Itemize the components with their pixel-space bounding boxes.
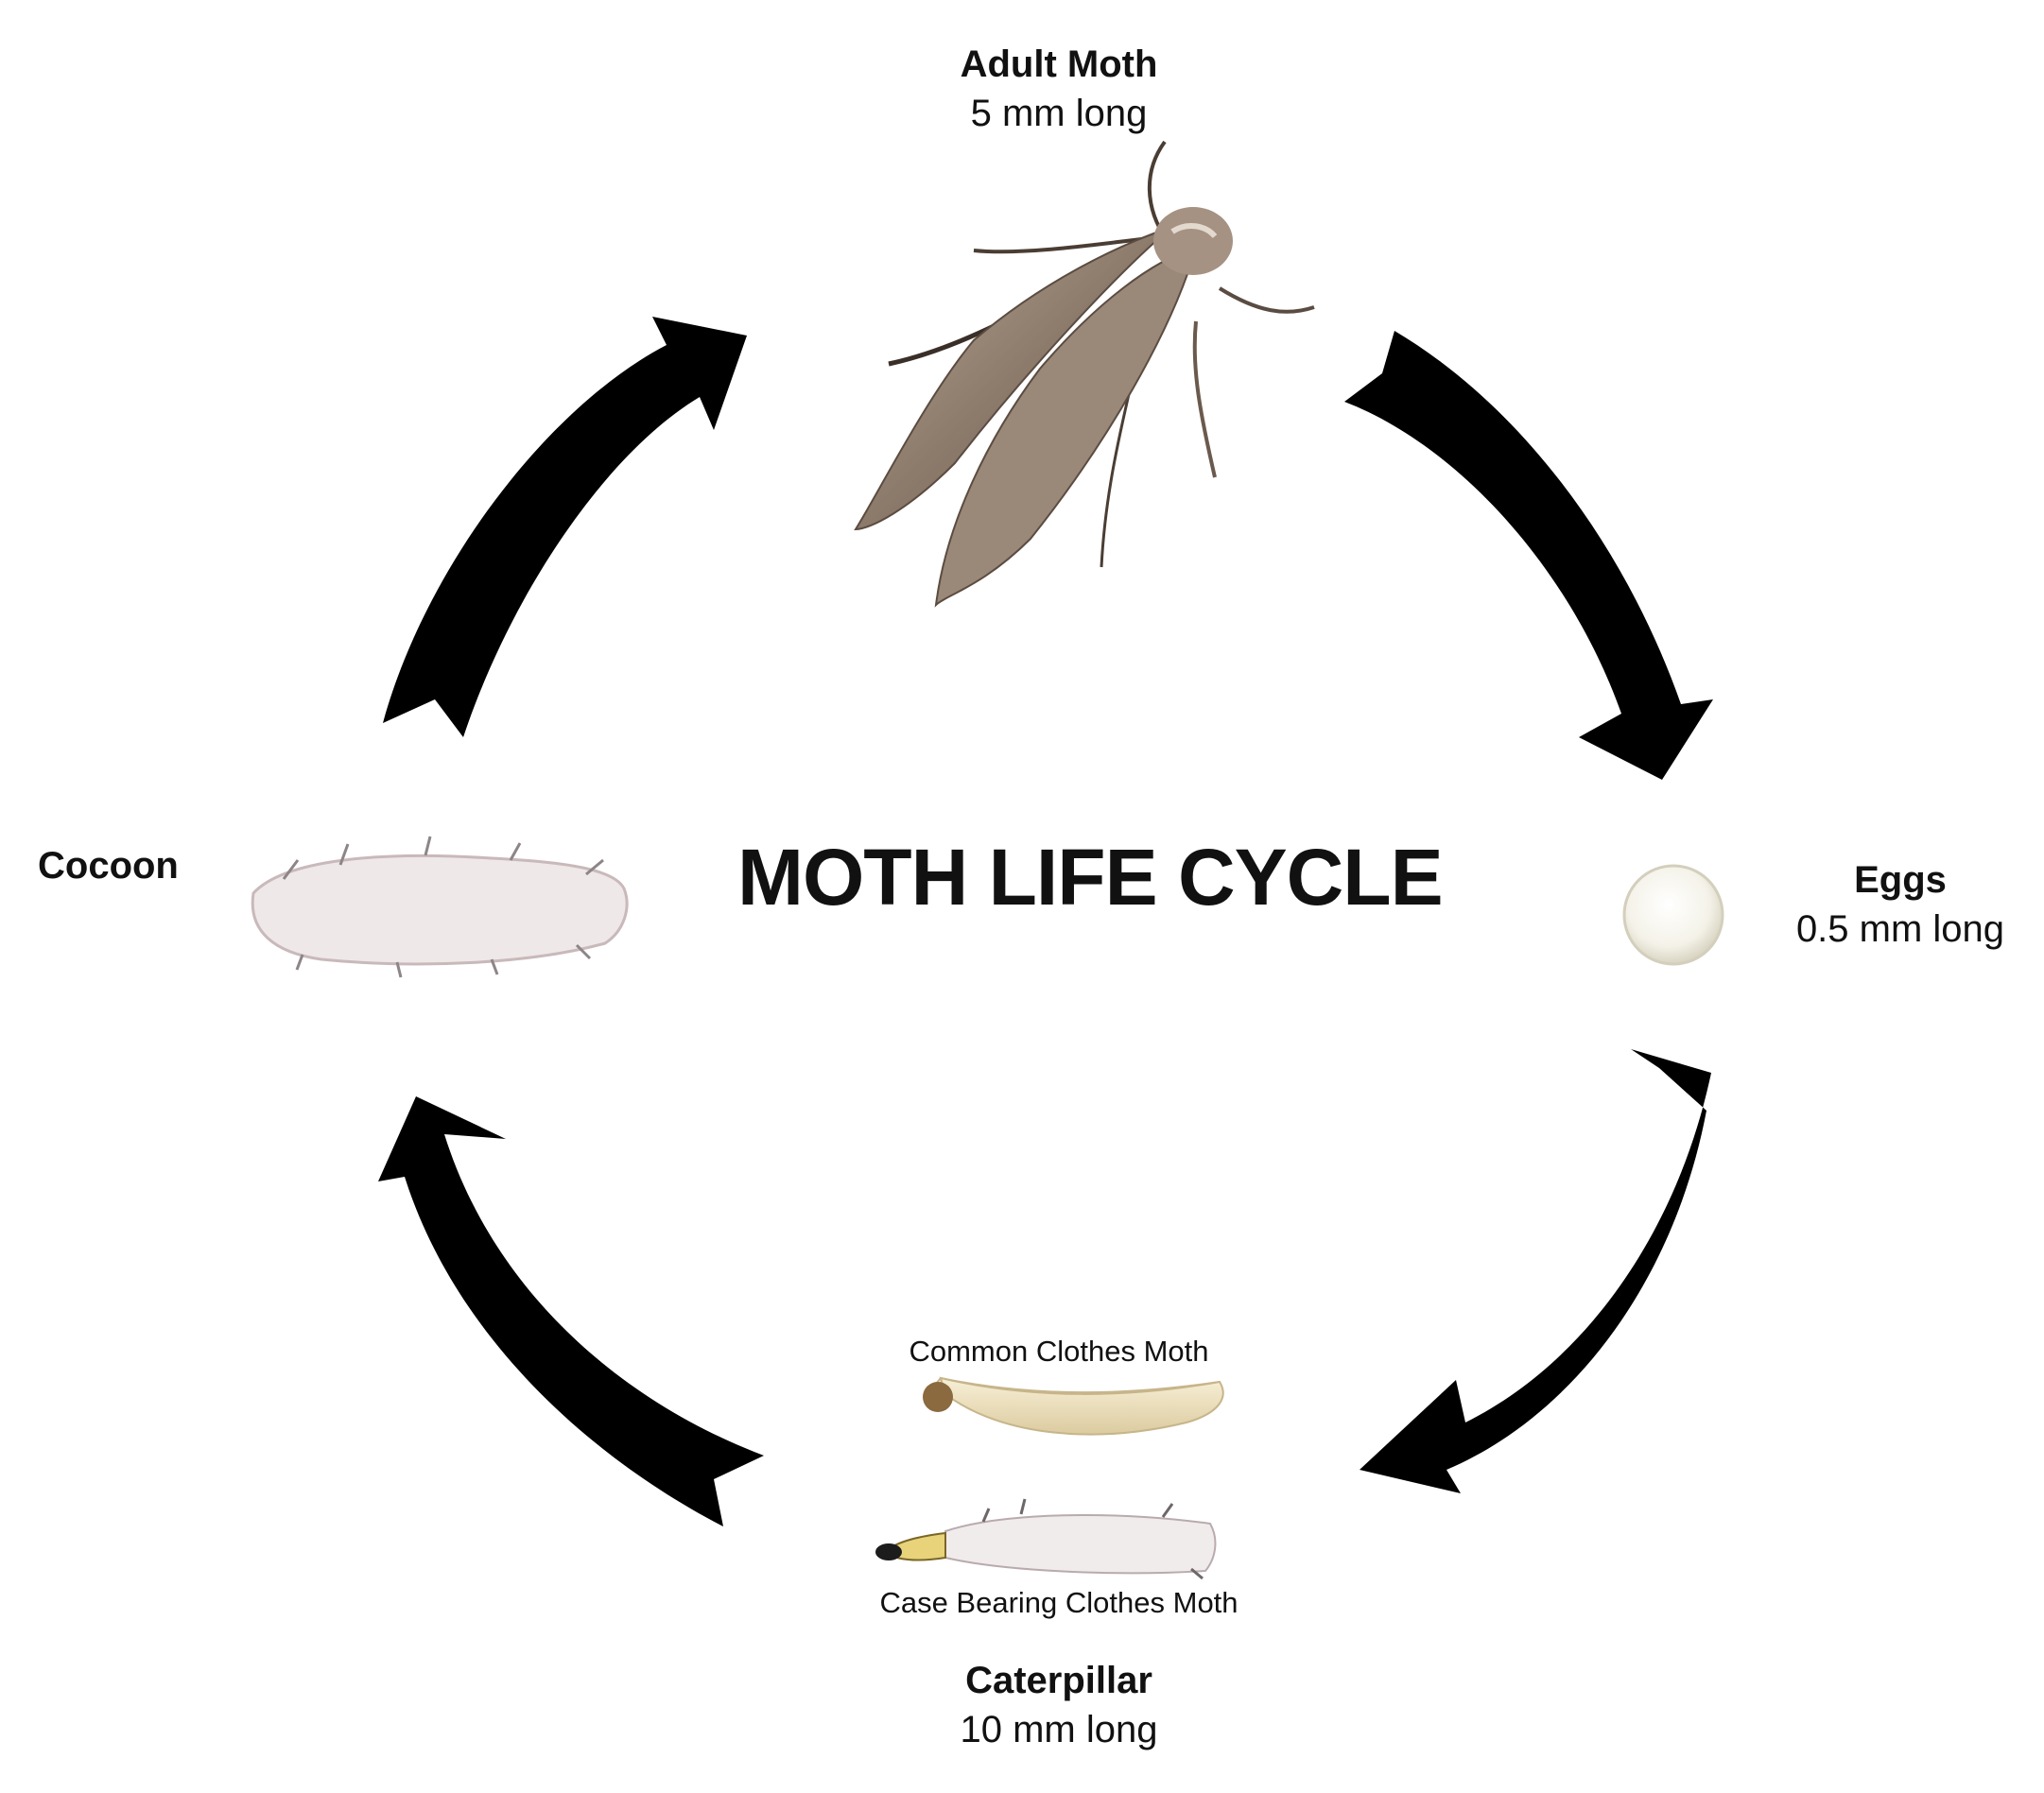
adult-moth-label: Adult Moth 5 mm long — [908, 40, 1210, 138]
cycle-arrow-cocoon-to-adult — [383, 317, 747, 737]
diagram-title: MOTH LIFE CYCLE — [737, 833, 1444, 922]
caterpillar-label: Caterpillar 10 mm long — [908, 1656, 1210, 1754]
eggs-label: Eggs 0.5 mm long — [1758, 855, 2042, 954]
cocoon-image — [251, 836, 629, 978]
case-bearing-clothes-moth-label: Case Bearing Clothes Moth — [879, 1586, 1239, 1619]
egg-image — [1622, 864, 1724, 966]
larva-image — [923, 1376, 1224, 1436]
cycle-arrows — [378, 317, 1713, 1526]
eggs-size: 0.5 mm long — [1795, 908, 2005, 950]
common-clothes-moth-label: Common Clothes Moth — [909, 1335, 1209, 1368]
eggs-name: Eggs — [1854, 859, 1947, 901]
case-larva-image — [875, 1498, 1217, 1580]
caterpillar-size: 10 mm long — [960, 1709, 1158, 1750]
cycle-arrow-eggs-to-caterpillar — [1360, 1049, 1711, 1493]
cycle-arrow-caterpillar-to-cocoon — [378, 1096, 764, 1526]
cocoon-label: Cocoon — [38, 841, 227, 890]
cycle-arrow-adult-to-eggs — [1344, 331, 1713, 780]
adult-moth-size: 5 mm long — [970, 93, 1148, 134]
caterpillar-name: Caterpillar — [965, 1660, 1152, 1701]
adult-moth-name: Adult Moth — [960, 43, 1158, 85]
cocoon-name: Cocoon — [38, 845, 179, 887]
moth-image — [854, 140, 1315, 608]
